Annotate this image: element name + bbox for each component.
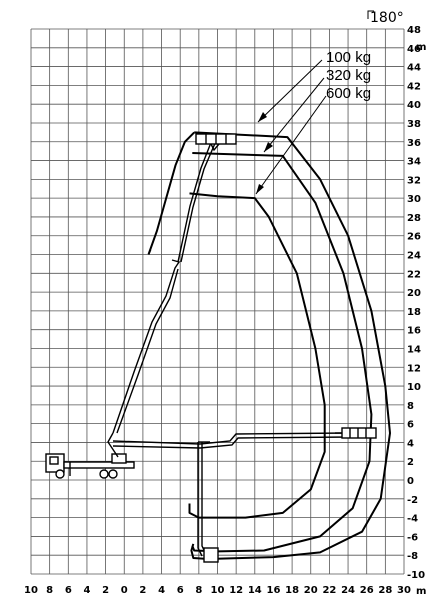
x-tick-label: 14 [248, 585, 262, 596]
y-tick-label: 24 [407, 251, 421, 262]
y-tick-label: 46 [407, 44, 421, 55]
load-curve-320kg [191, 152, 373, 553]
y-tick-label: 18 [407, 307, 421, 318]
x-tick-label: 8 [46, 585, 53, 596]
boom-below-ground [197, 441, 219, 563]
y-tick-label: -8 [407, 551, 418, 562]
legend-320kg: 320 kg [326, 67, 371, 84]
x-axis-unit: m [416, 586, 426, 597]
x-tick-label: 28 [378, 585, 392, 596]
load-curves [147, 131, 391, 560]
y-tick-label: 32 [407, 175, 421, 186]
y-axis-unit: m [416, 42, 426, 53]
x-tick-label: 10 [211, 585, 225, 596]
y-tick-label: -6 [407, 532, 418, 543]
y-tick-label: 26 [407, 232, 421, 243]
y-tick-label: -4 [407, 514, 418, 525]
x-tick-label: 20 [304, 585, 318, 596]
y-tick-label: 10 [407, 382, 421, 393]
y-tick-label: 6 [407, 420, 414, 431]
x-tick-label: 8 [195, 585, 202, 596]
x-tick-label: 2 [139, 585, 146, 596]
y-tick-label: 36 [407, 138, 421, 149]
y-axis: 4846444240383634323028262422201816141210… [407, 25, 425, 581]
y-tick-label: 42 [407, 81, 421, 92]
rotation-label: 180° [370, 10, 404, 26]
y-tick-label: 22 [407, 269, 421, 280]
y-tick-label: 4 [407, 438, 414, 449]
x-tick-label: 12 [229, 585, 243, 596]
y-tick-label: 30 [407, 194, 421, 205]
x-tick-label: 22 [322, 585, 336, 596]
legend: 100 kg 320 kg 600 kg [255, 49, 371, 195]
boom-to-top [107, 133, 237, 458]
legend-100kg: 100 kg [326, 49, 371, 66]
x-tick-label: 6 [65, 585, 72, 596]
boom-horizontal [112, 427, 377, 449]
x-tick-label: 24 [341, 585, 355, 596]
y-tick-label: -10 [407, 570, 425, 581]
y-tick-label: -2 [407, 495, 418, 506]
grid [30, 28, 405, 575]
y-tick-label: 0 [407, 476, 414, 487]
rotation-indicator: 180° [367, 10, 404, 26]
x-tick-label: 4 [83, 585, 90, 596]
x-tick-label: 0 [121, 585, 128, 596]
load-curve-100kg [190, 131, 391, 560]
truck-illustration [45, 453, 135, 479]
y-tick-label: 34 [407, 157, 421, 168]
x-tick-label: 26 [360, 585, 374, 596]
load-curve-600kg [188, 192, 326, 519]
y-tick-label: 48 [407, 25, 421, 36]
aerial-platform-illustration [45, 133, 377, 563]
y-tick-label: 20 [407, 288, 421, 299]
x-tick-label: 10 [24, 585, 38, 596]
x-tick-label: 6 [177, 585, 184, 596]
y-tick-label: 44 [407, 63, 421, 74]
x-tick-label: 4 [158, 585, 165, 596]
x-tick-label: 16 [266, 585, 280, 596]
legend-600kg: 600 kg [326, 85, 371, 102]
y-tick-label: 28 [407, 213, 421, 224]
x-tick-label: 30 [397, 585, 411, 596]
outer-boundary-curve [147, 131, 195, 255]
y-tick-label: 14 [407, 344, 421, 355]
x-tick-label: 18 [285, 585, 299, 596]
y-tick-label: 2 [407, 457, 414, 468]
y-tick-label: 16 [407, 326, 421, 337]
y-tick-label: 38 [407, 119, 421, 130]
y-tick-label: 40 [407, 100, 421, 111]
x-tick-label: 2 [102, 585, 109, 596]
y-tick-label: 12 [407, 363, 421, 374]
y-tick-label: 8 [407, 401, 414, 412]
